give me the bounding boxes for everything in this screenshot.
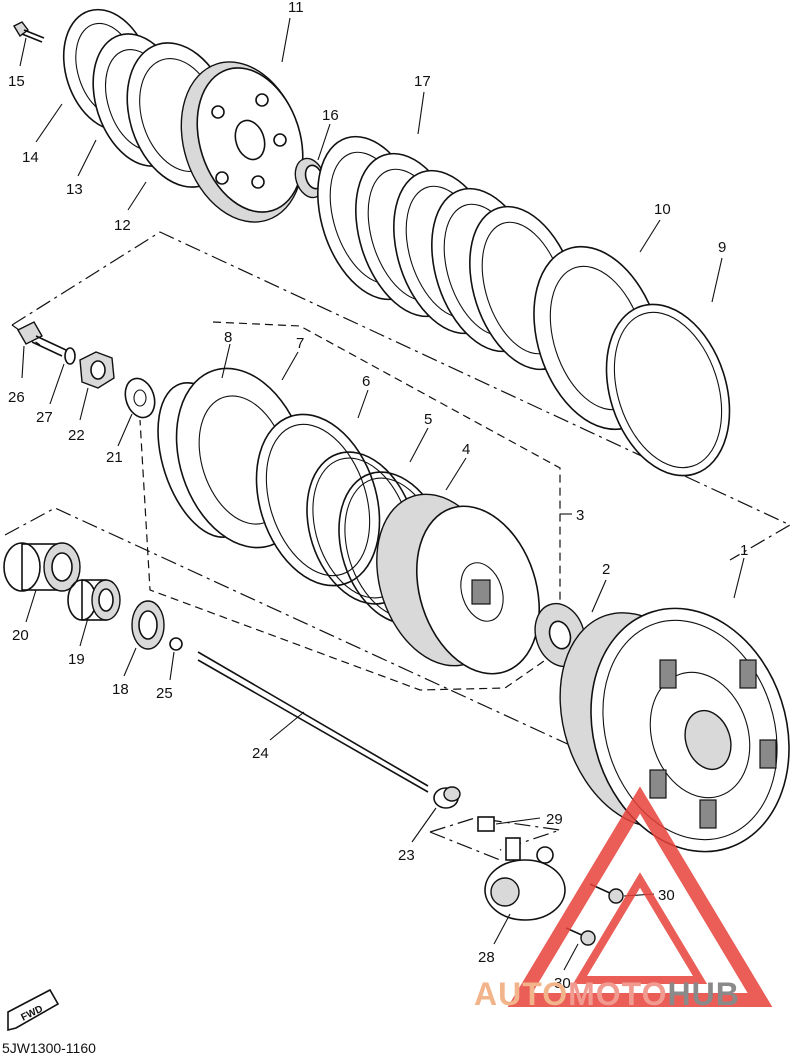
boundary-lines bbox=[4, 231, 792, 861]
label-part-13: 13 bbox=[66, 181, 83, 198]
label-part-8: 8 bbox=[224, 329, 232, 346]
part-6-plate bbox=[255, 413, 381, 587]
label-part-6: 6 bbox=[362, 373, 370, 390]
label-part-15: 15 bbox=[8, 73, 25, 90]
label-part-30-upper: 30 bbox=[658, 887, 675, 904]
label-part-20: 20 bbox=[12, 627, 29, 644]
label-part-27: 27 bbox=[36, 409, 53, 426]
part-9-plate bbox=[605, 303, 731, 477]
part-29-dowel bbox=[477, 816, 495, 832]
label-part-9: 9 bbox=[718, 239, 726, 256]
label-part-28: 28 bbox=[478, 949, 495, 966]
watermark-moto: MOTO bbox=[568, 976, 668, 1012]
label-part-10: 10 bbox=[654, 201, 671, 218]
label-part-25: 25 bbox=[156, 685, 173, 702]
part-19-bearing bbox=[67, 579, 121, 621]
plate-stack-17 bbox=[317, 135, 579, 371]
label-part-3: 3 bbox=[576, 507, 584, 524]
label-part-24: 24 bbox=[252, 745, 269, 762]
label-part-26: 26 bbox=[8, 389, 25, 406]
part-20-bushing bbox=[3, 542, 81, 592]
part-28-release-unit bbox=[484, 837, 566, 921]
label-part-11: 11 bbox=[288, 0, 304, 16]
part-26-bolt bbox=[17, 321, 67, 357]
label-part-30-lower: 30 bbox=[554, 975, 571, 992]
label-part-14: 14 bbox=[22, 149, 39, 166]
label-part-21: 21 bbox=[106, 449, 123, 466]
watermark-triangle-icon bbox=[507, 786, 773, 1007]
label-part-19: 19 bbox=[68, 651, 85, 668]
part-3-clutch-boss bbox=[376, 493, 541, 675]
part-21-lock-washer bbox=[124, 377, 156, 419]
part-27-washer bbox=[64, 347, 76, 365]
label-part-7: 7 bbox=[296, 335, 304, 352]
label-part-17: 17 bbox=[414, 73, 431, 90]
part-15-bolt bbox=[13, 21, 45, 43]
fwd-arrow-icon: FWD bbox=[7, 988, 60, 1032]
label-part-18: 18 bbox=[112, 681, 129, 698]
label-part-5: 5 bbox=[424, 411, 432, 428]
label-part-12: 12 bbox=[114, 217, 131, 234]
label-part-2: 2 bbox=[602, 561, 610, 578]
part-23-push-rod-end bbox=[433, 786, 461, 809]
part-24-push-rod bbox=[197, 651, 429, 793]
label-part-23: 23 bbox=[398, 847, 415, 864]
label-part-22: 22 bbox=[68, 427, 85, 444]
part-22-nut bbox=[79, 351, 115, 389]
part-18-oil-seal bbox=[131, 600, 165, 650]
label-part-16: 16 bbox=[322, 107, 339, 124]
part-25-ball bbox=[169, 637, 183, 651]
watermark-logo: AUTOMOTOHUB bbox=[474, 976, 740, 1013]
part-11-pressure-plate bbox=[180, 61, 304, 223]
label-part-29: 29 bbox=[546, 811, 563, 828]
watermark-auto: AUTO bbox=[474, 976, 569, 1012]
part-labels: 1 2 3 4 5 6 7 8 9 10 11 12 13 14 15 16 1… bbox=[8, 0, 748, 992]
label-part-4: 4 bbox=[462, 441, 470, 458]
leader-lines bbox=[19, 17, 745, 971]
watermark-hub: HUB bbox=[667, 976, 740, 1012]
diagram-code: 5JW1300-1160 bbox=[2, 1040, 96, 1056]
part-30-bolt-lower bbox=[565, 927, 596, 946]
label-part-1: 1 bbox=[740, 542, 748, 559]
